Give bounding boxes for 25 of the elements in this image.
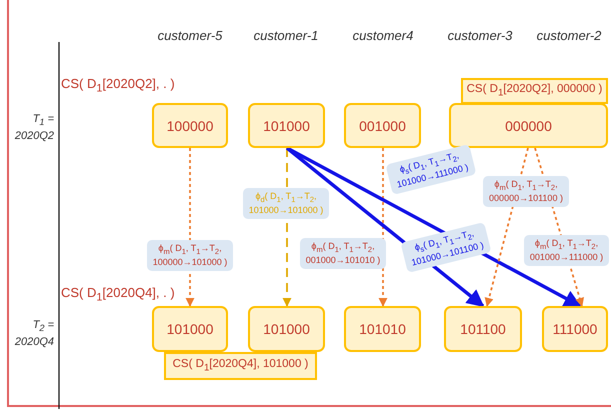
column-header: customer-3 <box>446 28 514 45</box>
value-box: 101000 <box>152 306 228 352</box>
edge-label: ϕ$_{m}$( D$_{1}$, T$_{1}$→T$_{2}$, 100000→101000 ) <box>147 240 233 272</box>
edge-label: ϕ$_{m}$( D$_{1}$, T$_{1}$→T$_{2}$, 001000→101010 ) <box>300 238 386 270</box>
column-header: customer-5 <box>156 28 224 45</box>
time-label: T$_{1}$ = 2020Q2 <box>14 112 54 144</box>
state-label: CS( D$_{1}$[2020Q2], . ) <box>61 76 176 96</box>
value-box: 101010 <box>344 306 421 352</box>
column-header: customer-1 <box>252 28 320 45</box>
value-box: 111000 <box>542 306 608 352</box>
column-header: customer-2 <box>536 28 602 45</box>
value-box: 000000 <box>449 103 608 148</box>
value-box: 101100 <box>444 306 522 352</box>
value-box: 100000 <box>152 103 228 148</box>
edge-label: ϕ$_{m}$( D$_{1}$, T$_{1}$→T$_{2}$, 000000→101100 ) <box>483 176 569 208</box>
state-label: CS( D$_{1}$[2020Q4], . ) <box>61 285 176 305</box>
value-box: 101000 <box>248 306 325 352</box>
edge-label: ϕ$_{m}$( D$_{1}$, T$_{1}$→T$_{2}$, 001000→111000 ) <box>524 235 609 266</box>
state-label-box: CS( D$_{1}$[2020Q2], 000000 ) <box>461 78 608 104</box>
edge-label: ϕ$_{d}$( D$_{1}$, T$_{1}$→T$_{2}$, 101000→101000 ) <box>243 188 329 220</box>
column-header: customer4 <box>352 28 414 45</box>
value-box: 101000 <box>248 103 325 148</box>
state-label-box: CS( D$_{1}$[2020Q4], 101000 ) <box>164 352 317 380</box>
value-box: 001000 <box>344 103 421 148</box>
time-label: T$_{2}$ = 2020Q4 <box>14 318 54 350</box>
